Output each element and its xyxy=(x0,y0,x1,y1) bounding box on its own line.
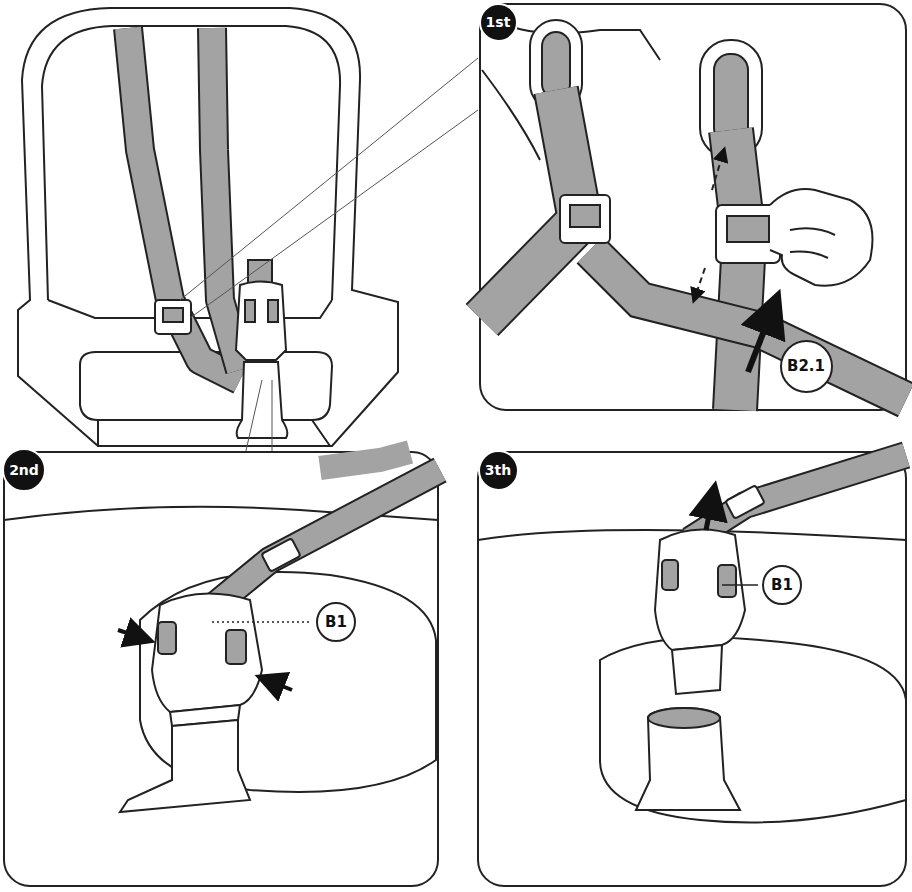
step-panel-3 xyxy=(478,452,906,886)
step-badge: 3th xyxy=(478,450,519,491)
callout-label: B1 xyxy=(762,565,802,605)
step-panel-1 xyxy=(480,4,906,410)
callout-text: B1 xyxy=(771,576,793,594)
step-number: 2nd xyxy=(9,462,39,478)
callout-text: B1 xyxy=(325,613,347,631)
step-panel-2 xyxy=(4,452,440,886)
seat-overview xyxy=(18,8,398,446)
callout-label: B2.1 xyxy=(780,340,833,393)
callout-text: B2.1 xyxy=(787,357,825,375)
step-badge: 2nd xyxy=(2,448,46,492)
step-badge: 1st xyxy=(479,3,518,42)
step-number: 1st xyxy=(486,14,511,30)
callout-label: B1 xyxy=(316,602,356,642)
step-number: 3th xyxy=(485,462,511,478)
